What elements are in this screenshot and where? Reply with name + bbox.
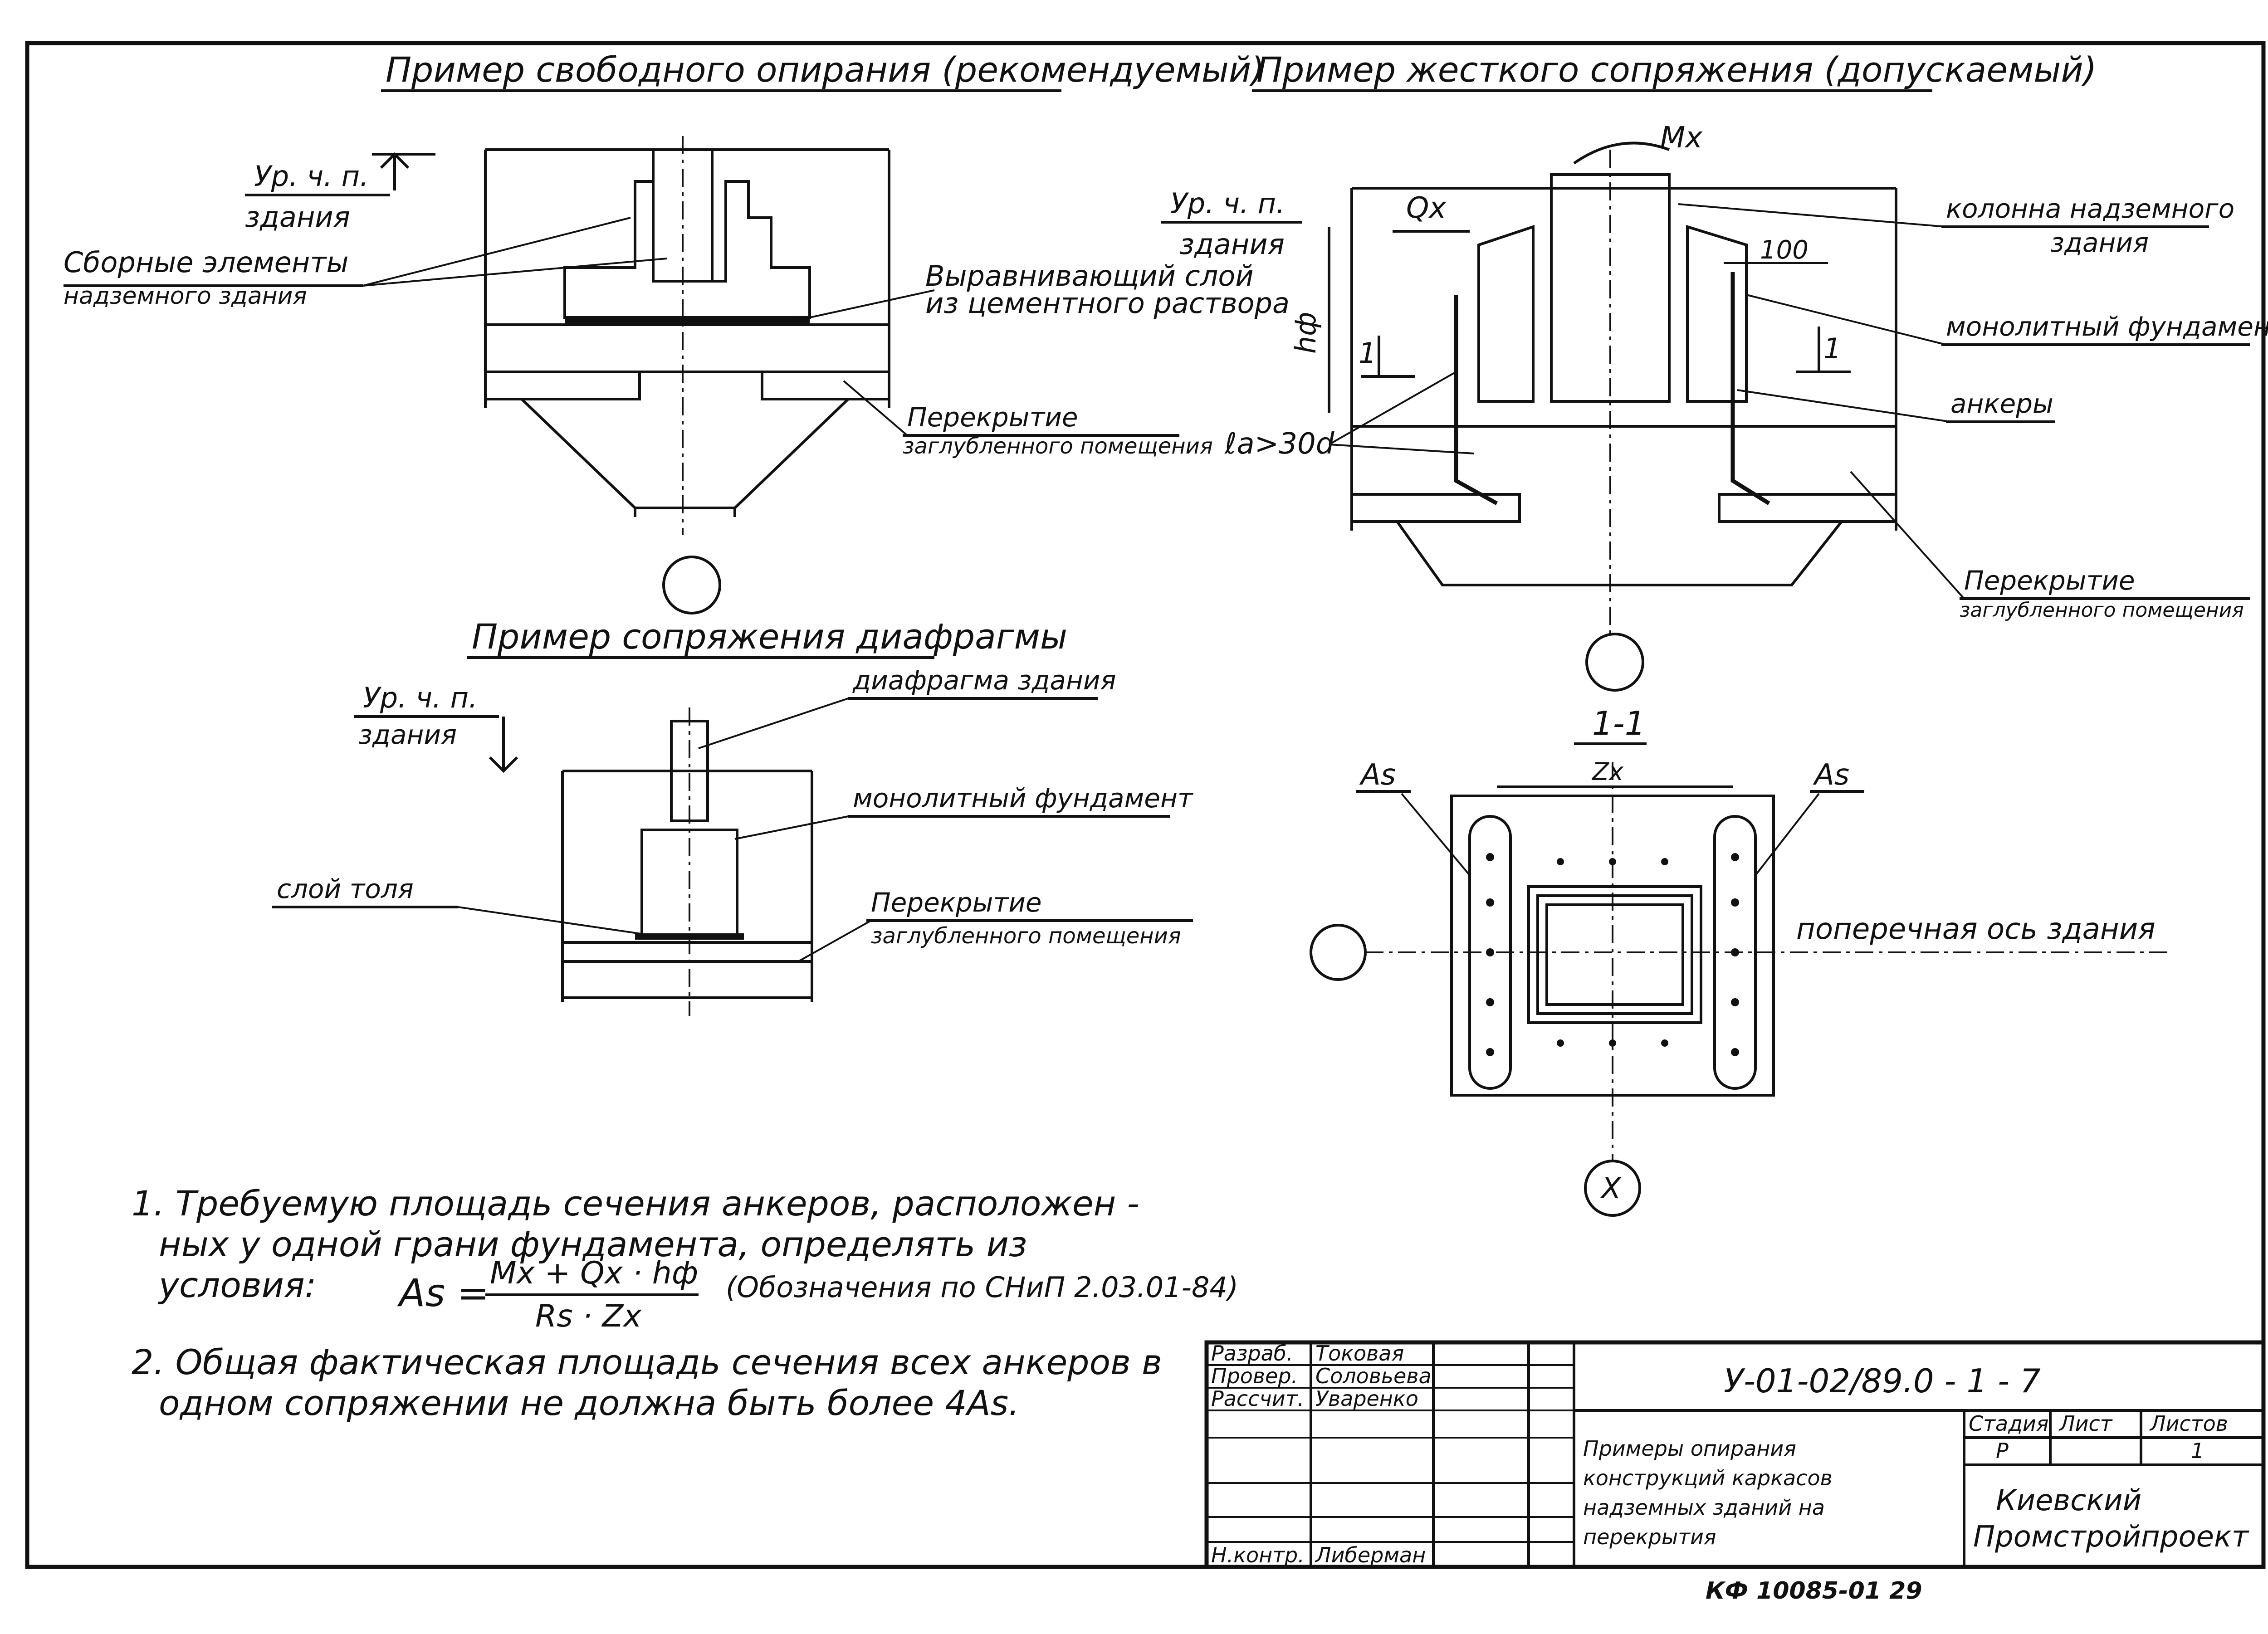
footer-stamp: КФ 10085-01 29 xyxy=(1706,1577,1922,1605)
title-rigid-joint: Пример жесткого сопряжения (допускаемый) xyxy=(1256,49,2097,90)
note1-line2: ных у одной грани фундамента, определять… xyxy=(159,1224,1027,1264)
rigid-column-label-2: здания xyxy=(2050,227,2149,258)
tb-description-2: конструкций каркасов xyxy=(1583,1466,1833,1490)
tb-role-1: Провер. xyxy=(1211,1364,1298,1388)
tb-name-7: Либерман xyxy=(1315,1543,1426,1567)
diaphragm-roofing-label: слой толя xyxy=(277,873,414,904)
section-axis-x-circle xyxy=(1584,1160,1641,1217)
section-axis-left-circle xyxy=(1310,924,1367,981)
section-title: 1-1 xyxy=(1592,704,1646,742)
rigid-joint-detail: Mx Qx Ур. ч. п. здания hф 1 xyxy=(1161,121,2268,692)
rigid-column-label: колонна надземного xyxy=(1946,193,2234,224)
tb-role-0: Разраб. xyxy=(1211,1341,1293,1366)
rigid-slab-label-2: заглубленного помещения xyxy=(1960,599,2244,622)
free-precast-label-2: надземного здания xyxy=(64,283,307,310)
tb-sheets-value: 1 xyxy=(2191,1439,2204,1463)
rigid-level-label: Ур. ч. п. xyxy=(1170,187,1285,220)
title-diaphragm-joint: Пример сопряжения диафрагмы xyxy=(472,616,1067,657)
free-cement-layer xyxy=(565,317,810,325)
tb-org-2: Промстройпроект xyxy=(1973,1520,2249,1554)
formula-numerator: Mx + Qx · hф xyxy=(490,1255,698,1291)
tb-name-1: Соловьева xyxy=(1315,1364,1432,1388)
tb-description-3: надземных зданий на xyxy=(1583,1495,1825,1520)
rigid-shear: Qx xyxy=(1406,191,1447,225)
free-axis-circle xyxy=(662,556,721,615)
diaphragm-level-label-2: здания xyxy=(358,719,457,750)
diaphragm-label: диафрагма здания xyxy=(852,665,1116,696)
notes: 1. Требуемую площадь сечения анкеров, ра… xyxy=(132,1183,1238,1423)
rigid-section-mark-left: 1 xyxy=(1359,337,1376,370)
rigid-level-label-2: здания xyxy=(1179,228,1285,261)
formula-reference: (Обозначения по СНиП 2.03.01-84) xyxy=(726,1271,1238,1304)
section-axis-label: поперечная ось здания xyxy=(1796,912,2156,946)
section-axis-x: X xyxy=(1600,1172,1622,1205)
free-slab-label: Перекрытие xyxy=(907,402,1078,433)
note1-line1: 1. Требуемую площадь сечения анкеров, ра… xyxy=(132,1183,1139,1224)
section-as-right: As xyxy=(1813,758,1849,792)
tb-sheets-header: Листов xyxy=(2149,1411,2228,1436)
tb-role-2: Рассчит. xyxy=(1211,1386,1304,1411)
free-precast-label: Сборные элементы xyxy=(64,246,348,279)
tb-description-1: Примеры опирания xyxy=(1583,1436,1796,1461)
tb-role-7: Н.контр. xyxy=(1211,1543,1305,1567)
tb-name-2: Уваренко xyxy=(1315,1386,1418,1411)
sheet-frame xyxy=(25,41,2266,1569)
tb-description-4: перекрытия xyxy=(1583,1525,1716,1549)
note2-line1: 2. Общая фактическая площадь сечения все… xyxy=(132,1342,1162,1382)
tb-document-code: У-01-02/89.0 - 1 - 7 xyxy=(1724,1362,2041,1400)
diaphragm-level-label: Ур. ч. п. xyxy=(363,681,478,714)
rigid-moment: Mx xyxy=(1660,121,1703,155)
diaphragm-roofing-layer xyxy=(635,933,744,940)
formula-denominator: Rs · Zx xyxy=(535,1298,642,1334)
free-level-label: Ур. ч. п. xyxy=(254,160,369,193)
title-free-support: Пример свободного опирания (рекомендуемы… xyxy=(386,49,1265,90)
free-leveling-label: Выравнивающий слой xyxy=(925,259,1254,293)
rigid-axis-circle xyxy=(1585,633,1644,692)
free-support-detail: Ур. ч. п. здания Сборные элементы надзем… xyxy=(64,136,1290,615)
rigid-anchors-label: анкеры xyxy=(1950,388,2053,419)
section-anchor-group-right xyxy=(1713,815,1757,1090)
free-level-label-2: здания xyxy=(245,200,350,234)
rigid-section-mark-right: 1 xyxy=(1823,332,1841,365)
rigid-anchor-length: ℓa>30d xyxy=(1224,427,1334,461)
free-leveling-label-2: из цементного раствора xyxy=(925,287,1290,320)
diaphragm-foundation-label: монолитный фундамент xyxy=(853,783,1194,814)
free-slab-label-2: заглубленного помещения xyxy=(903,434,1213,459)
rigid-foundation-label: монолитный фундамент xyxy=(1946,311,2268,342)
note1-line3: условия: xyxy=(158,1265,316,1305)
diaphragm-detail: Ур. ч. п. здания диафрагма здания моноли… xyxy=(272,665,1194,1016)
section-as-left: As xyxy=(1359,758,1396,792)
diaphragm-slab-label: Перекрытие xyxy=(871,887,1042,918)
tb-org-1: Киевский xyxy=(1996,1484,2141,1517)
rigid-height: hф xyxy=(1289,312,1322,354)
rigid-slab-label: Перекрытие xyxy=(1964,565,2135,596)
section-zx: Zx xyxy=(1591,757,1624,786)
note2-line2: одном сопряжении не должна быть более 4A… xyxy=(159,1383,1019,1423)
tb-stage-value: Р xyxy=(1996,1439,2009,1463)
tb-name-0: Токовая xyxy=(1315,1341,1404,1366)
diaphragm-slab-label-2: заглубленного помещения xyxy=(871,923,1181,949)
formula-lhs: As = xyxy=(397,1271,489,1315)
tb-stage-header: Стадия xyxy=(1969,1411,2048,1436)
tb-sheet-header: Лист xyxy=(2058,1411,2113,1436)
section-1-1: 1-1 Zx As As X поперечная ось здания xyxy=(1310,704,2168,1217)
title-block: Разраб. Токовая Провер. Соловьева Рассчи… xyxy=(1204,1340,2266,1569)
rigid-dim-100: 100 xyxy=(1760,235,1809,265)
